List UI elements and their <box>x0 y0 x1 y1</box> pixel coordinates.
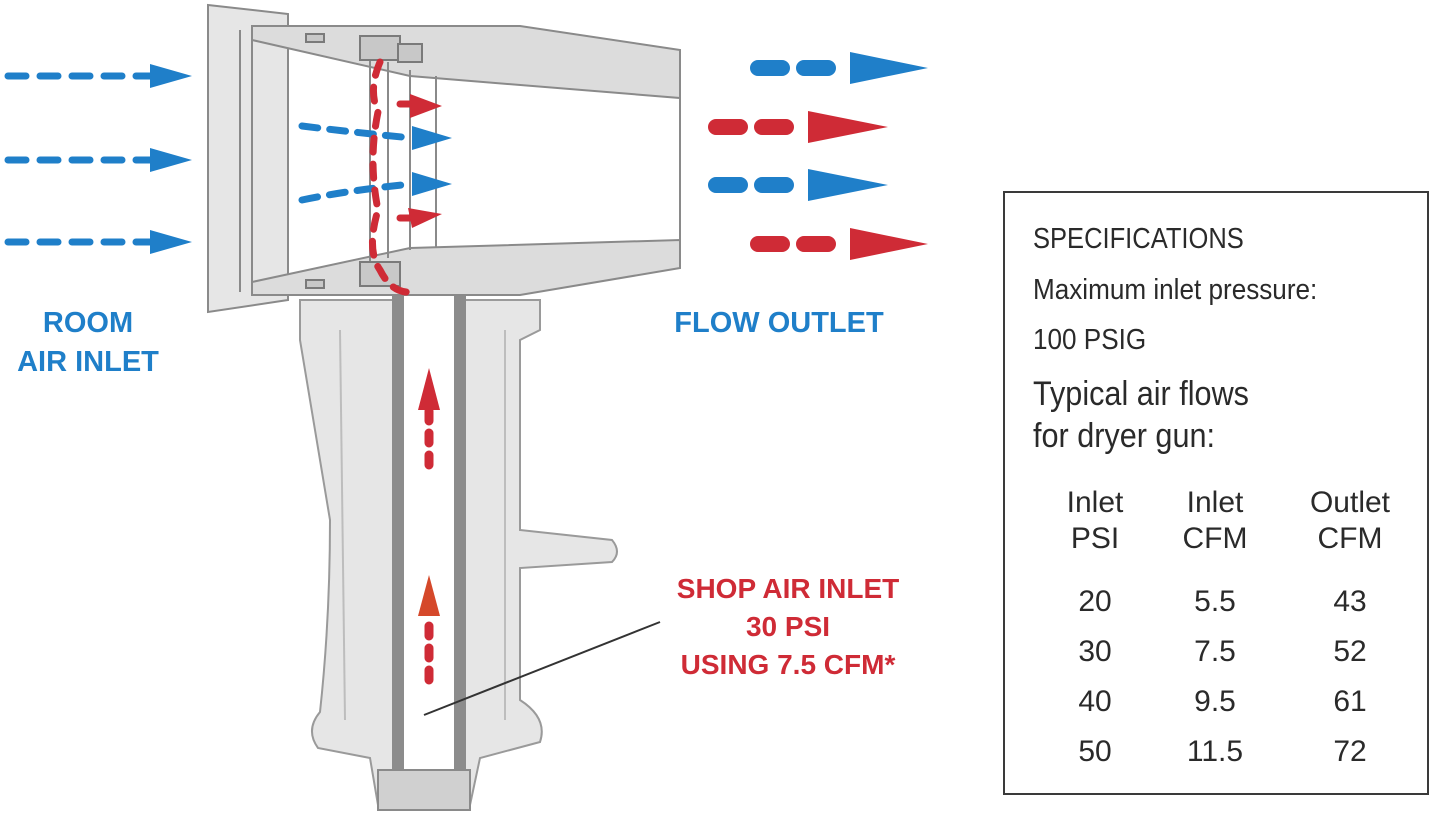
table-row: 20 5.5 43 <box>1035 577 1425 627</box>
column-header-line: CFM <box>1182 522 1248 555</box>
table-cell: 40 <box>1078 685 1112 718</box>
column-header-line: CFM <box>1317 522 1383 555</box>
typical-air-flows-title: Typical air flows for dryer gun: <box>1033 373 1249 457</box>
inlet-flange <box>207 3 289 314</box>
table-cell: 7.5 <box>1194 635 1236 668</box>
table-cell: 50 <box>1078 735 1112 768</box>
shop-air-inlet-line-3: USING 7.5 CFM* <box>680 649 896 680</box>
table-cell: 43 <box>1333 585 1367 618</box>
max-inlet-pressure-value: 100 PSIG <box>1033 324 1147 356</box>
room-air-inlet-line-2: AIR INLET <box>17 346 159 378</box>
table-row: 30 7.5 52 <box>1035 627 1425 677</box>
shop-air-arrows <box>418 368 440 685</box>
air-flow-table: Inlet PSI Inlet CFM Outlet CFM 20 5.5 43 <box>1035 485 1425 777</box>
table-cell: 61 <box>1333 685 1367 718</box>
column-header-line: Inlet <box>1186 486 1244 519</box>
table-cell: 30 <box>1078 635 1112 668</box>
column-header-outlet-cfm: Outlet CFM <box>1275 485 1425 577</box>
column-header-line: Outlet <box>1309 486 1391 519</box>
typical-air-flows-line-1: Typical air flows <box>1033 375 1249 413</box>
table-cell: 52 <box>1333 635 1367 668</box>
column-header-line: Inlet <box>1066 486 1124 519</box>
room-air-inlet-label: ROOM AIR INLET <box>8 304 168 382</box>
flow-outlet-text: FLOW OUTLET <box>674 307 884 339</box>
max-inlet-pressure-label: Maximum inlet pressure: <box>1033 274 1318 306</box>
column-header-inlet-cfm: Inlet CFM <box>1155 485 1275 577</box>
table-cell: 9.5 <box>1194 685 1236 718</box>
shop-air-inlet-label: SHOP AIR INLET 30 PSI USING 7.5 CFM* <box>648 570 928 684</box>
inlet-tube-base <box>377 769 471 811</box>
table-cell: 72 <box>1333 735 1367 768</box>
interior-blue-arrows <box>298 122 452 204</box>
shop-air-inlet-line-2: 30 PSI <box>745 611 831 642</box>
column-header-line: PSI <box>1070 522 1120 555</box>
room-air-inlet-line-1: ROOM <box>42 307 134 339</box>
table-cell: 11.5 <box>1186 735 1244 768</box>
table-row: 50 11.5 72 <box>1035 727 1425 777</box>
column-header-inlet-psi: Inlet PSI <box>1035 485 1155 577</box>
table-header-row: Inlet PSI Inlet CFM Outlet CFM <box>1035 485 1425 577</box>
outlet-arrows <box>708 52 928 260</box>
typical-air-flows-line-2: for dryer gun: <box>1033 417 1215 455</box>
interior-red-arrows <box>368 58 442 296</box>
room-air-arrows <box>4 64 192 254</box>
shop-air-leader-line <box>423 621 661 716</box>
specifications-heading: SPECIFICATIONS <box>1033 223 1244 255</box>
handle-grip-line <box>339 329 346 721</box>
table-cell: 5.5 <box>1194 585 1236 618</box>
inlet-tube-inner <box>404 266 454 784</box>
table-cell: 20 <box>1078 585 1112 618</box>
specifications-box: SPECIFICATIONS Maximum inlet pressure: 1… <box>1003 191 1429 795</box>
shop-air-inlet-line-1: SHOP AIR INLET <box>676 573 900 604</box>
table-row: 40 9.5 61 <box>1035 677 1425 727</box>
flow-outlet-label: FLOW OUTLET <box>664 304 894 343</box>
